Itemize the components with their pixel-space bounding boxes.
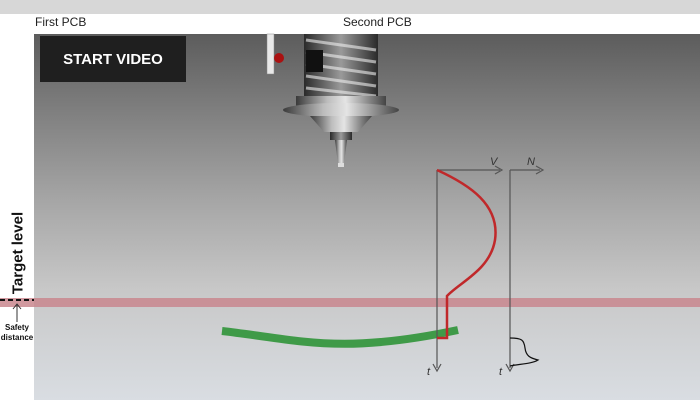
n-axis-label: N: [527, 156, 535, 168]
safety-distance-label: Safety distance: [0, 323, 34, 343]
pcb-board: [221, 326, 459, 348]
left-panel: [0, 34, 34, 400]
force-curve: [509, 337, 540, 367]
force-chart: [505, 165, 545, 373]
v-axis-label: V: [490, 156, 499, 168]
safety-distance-arrow: [12, 303, 22, 322]
safety-label-line1: Safety: [4, 323, 29, 332]
top-bar: [0, 0, 700, 14]
safety-label-line2: distance: [0, 333, 34, 342]
target-level-label: Target level: [9, 211, 27, 295]
tab-first-pcb[interactable]: First PCB: [35, 15, 87, 29]
velocity-chart: [432, 165, 504, 373]
dispenser-head: [266, 33, 399, 167]
target-level-band: [0, 298, 700, 307]
velocity-curve: [436, 168, 497, 340]
t-axis-label-2: t: [499, 366, 503, 378]
start-video-button[interactable]: START VIDEO: [40, 36, 186, 82]
tab-second-pcb[interactable]: Second PCB: [343, 15, 412, 29]
tab-strip: [0, 14, 700, 34]
t-axis-label-1: t: [427, 366, 431, 378]
indicator-led-icon: [274, 53, 284, 63]
